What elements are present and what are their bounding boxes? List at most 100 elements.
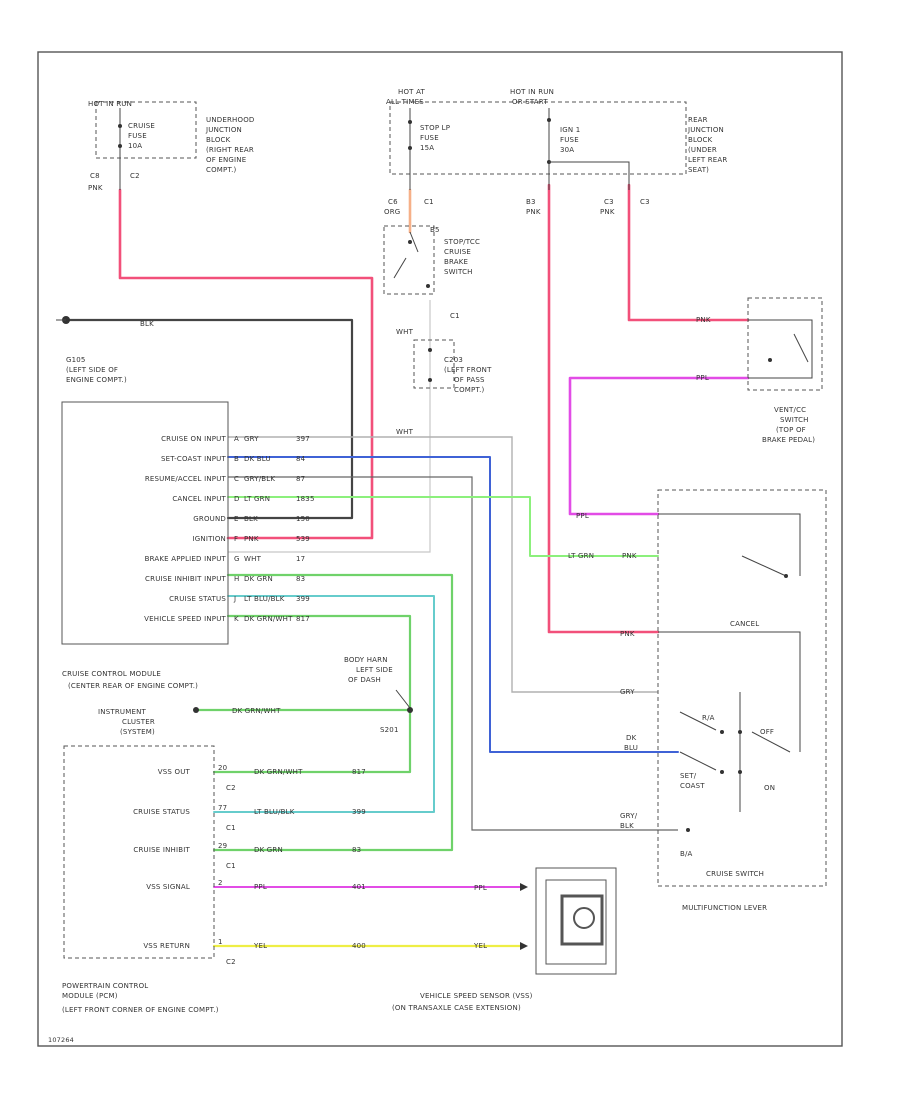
stoplp-text-0: STOP LP — [420, 124, 450, 132]
pcm-row-pin: 20 — [218, 764, 227, 772]
mf-bottom-contact — [686, 828, 690, 832]
module-row-circuit: 817 — [296, 615, 310, 623]
vss-box — [535, 867, 617, 975]
module-row-name: RESUME/ACCEL INPUT — [145, 475, 227, 483]
vent-name-1: SWITCH — [780, 416, 809, 424]
resume-contact-b — [738, 730, 742, 734]
module-row-circuit: 1835 — [296, 495, 315, 503]
pcm-row-name: VSS SIGNAL — [146, 883, 190, 891]
splice-s201-dot — [407, 707, 413, 713]
resume-contact — [720, 730, 724, 734]
module-box — [61, 401, 229, 645]
stoplp-text-2: 15A — [420, 144, 434, 152]
footer-code: 107264 — [48, 1036, 74, 1044]
underhood-block-2: BLOCK — [206, 136, 231, 144]
underhood-conn-right: C2 — [130, 172, 140, 180]
wire-mf-cancel-gray — [658, 513, 801, 576]
module-row-wire: DK GRN/WHT — [244, 615, 293, 623]
body-harn-1: LEFT SIDE — [356, 666, 393, 674]
module-row-pin: J — [233, 595, 236, 603]
stoplp-dot-top — [408, 120, 412, 124]
cruise-switch-box — [657, 489, 827, 887]
c203-2: OF PASS — [454, 376, 485, 384]
underhood-fuse-text-2: 10A — [128, 142, 142, 150]
module-row-name: CRUISE INHIBIT INPUT — [145, 575, 226, 583]
conn-c6: C6 — [388, 198, 398, 206]
off-on-blade — [751, 731, 791, 753]
label-wht-b: WHT — [396, 428, 414, 436]
module-row-circuit: 399 — [296, 595, 310, 603]
wire-violet-vent — [568, 376, 750, 516]
pcm-row-name: CRUISE INHIBIT — [133, 846, 190, 854]
label-pnk-b3: PNK — [526, 208, 541, 216]
cancel-contact — [784, 574, 788, 578]
module-row-name: BRAKE APPLIED INPUT — [145, 555, 227, 563]
pcm-name-2: (LEFT FRONT CORNER OF ENGINE COMPT.) — [62, 1006, 219, 1014]
ign-branch — [549, 161, 630, 190]
module-row-name: CRUISE ON INPUT — [161, 435, 226, 443]
resume-blade — [679, 711, 717, 731]
vss-inner — [545, 879, 607, 965]
mf-dkblu-1: BLU — [624, 744, 638, 752]
vss-ppl: PPL — [474, 884, 487, 892]
module-row-circuit: 87 — [296, 475, 305, 483]
c203-3: COMPT.) — [454, 386, 485, 394]
module-row-pin: A — [234, 435, 239, 443]
cluster-1: CLUSTER — [122, 718, 155, 726]
mf-grybk-1: BLK — [620, 822, 634, 830]
cluster-wire-label: DK GRN/WHT — [232, 707, 281, 715]
underhood-pnk: PNK — [88, 184, 103, 192]
vent-ppl: PPL — [696, 374, 709, 382]
module-row-circuit: 539 — [296, 535, 310, 543]
module-row-circuit: 150 — [296, 515, 310, 523]
mf-b-pin: B/A — [680, 850, 693, 858]
brake-switch-3: SWITCH — [444, 268, 473, 276]
diagram-frame — [37, 51, 843, 1047]
mf-pnk: PNK — [620, 630, 635, 638]
module-row-wire: GRY — [244, 435, 259, 443]
underhood-fuse-dot-bottom — [118, 144, 122, 148]
rear-block-0: REAR — [688, 116, 708, 124]
vss-name-0: VEHICLE SPEED SENSOR (VSS) — [420, 992, 533, 1000]
wire-black-ground — [64, 318, 354, 520]
module-row-circuit: 83 — [296, 575, 305, 583]
brake-switch-2: BRAKE — [444, 258, 468, 266]
mf-grybk-0: GRY/ — [620, 812, 638, 820]
module-row-wire: DK GRN — [244, 575, 273, 583]
body-harn-2: OF DASH — [348, 676, 381, 684]
pcm-row-circuit: 83 — [352, 846, 361, 854]
module-row-wire: LT GRN — [244, 495, 270, 503]
pcm-row-wire: DK GRN/WHT — [254, 768, 303, 776]
mf-dkblu-0: DK — [626, 734, 637, 742]
underhood-conn-left: C8 — [90, 172, 100, 180]
module-row-circuit: 84 — [296, 455, 306, 463]
pcm-row-connector: C2 — [226, 784, 236, 792]
mf-ppl: PPL — [576, 512, 589, 520]
module-row-name: CANCEL INPUT — [172, 495, 226, 503]
pcm-name-1: MODULE (PCM) — [62, 992, 118, 1000]
vent-pnk: PNK — [696, 316, 711, 324]
vent-name-2: (TOP OF — [776, 426, 806, 434]
multifunction-lever: PPL LT GRN PNK CANCEL PNK GRY DK BLU GRY… — [568, 489, 827, 912]
ign-text-1: FUSE — [560, 136, 579, 144]
wire-green-inhibit — [212, 573, 454, 852]
conn-c1-mid: C1 — [450, 312, 460, 320]
pcm-row-wire: LT BLU/BLK — [254, 808, 295, 816]
label-pnk-c3: PNK — [600, 208, 615, 216]
on-label: ON — [764, 784, 775, 792]
module-row-wire: DK BLU — [244, 455, 271, 463]
module-name-1: (CENTER REAR OF ENGINE COMPT.) — [68, 682, 198, 690]
vent-switch-contact — [768, 358, 772, 362]
module-row-wire: LT BLU/BLK — [244, 595, 285, 603]
mf-gry: GRY — [620, 688, 635, 696]
pcm-row-wire: YEL — [253, 942, 267, 950]
hot-at-1: ALL TIMES — [386, 98, 424, 106]
c203-box — [413, 339, 455, 389]
body-harn-0: BODY HARN — [344, 656, 388, 664]
set-contact-b — [738, 770, 742, 774]
underhood-block-3: (RIGHT REAR — [206, 146, 254, 154]
module-row-pin: B — [234, 455, 239, 463]
module-row-pin: K — [234, 615, 239, 623]
underhood-block-5: COMPT.) — [206, 166, 237, 174]
